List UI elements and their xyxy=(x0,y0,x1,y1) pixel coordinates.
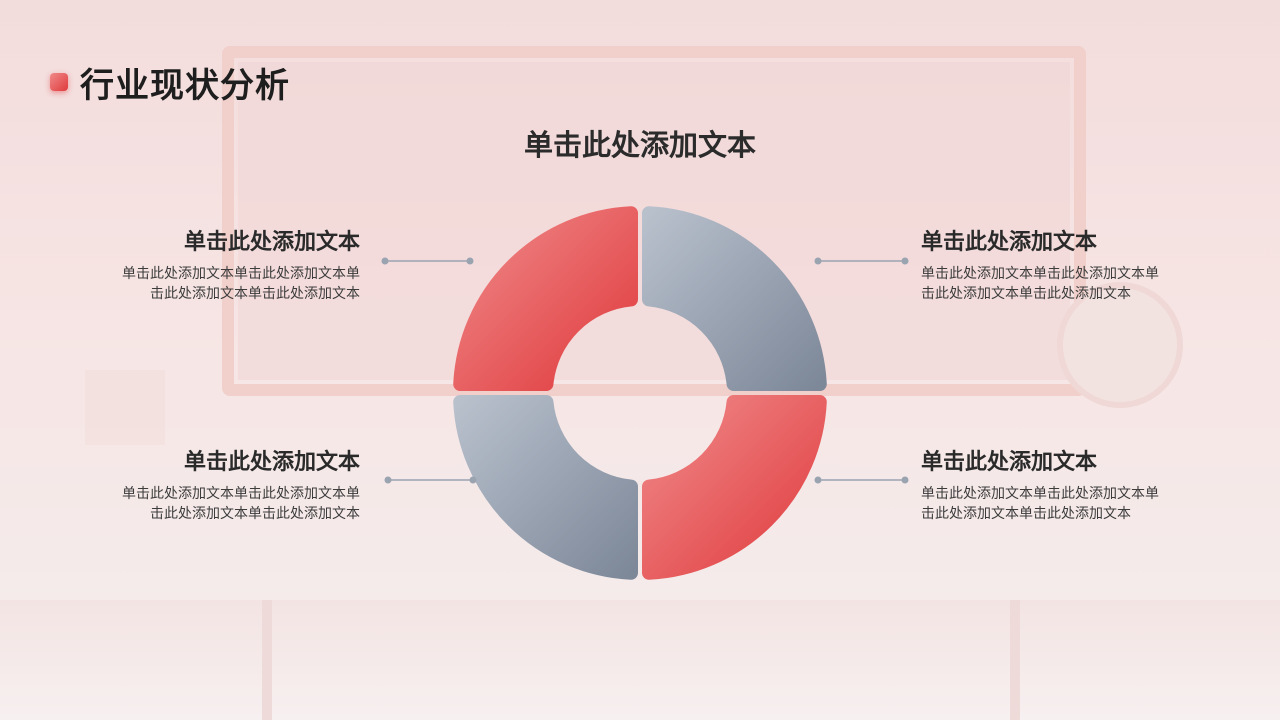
item-body-line: 击此处添加文本单击此处添加文本 xyxy=(150,286,360,302)
item-body: 单击此处添加文本单击此处添加文本单 击此处添加文本单击此处添加文本 xyxy=(60,264,360,304)
connector-dot xyxy=(814,476,822,484)
item-heading: 单击此处添加文本 xyxy=(921,450,1098,475)
desk-leg xyxy=(1010,600,1020,720)
desk-left xyxy=(0,445,460,465)
floor xyxy=(0,600,1280,720)
item-body-line: 单击此处添加文本单击此处添加文本单 xyxy=(122,486,360,502)
connector-dot xyxy=(469,476,477,484)
diagram-title: 单击此处添加文本 xyxy=(523,128,756,162)
item-top-right: 单击此处添加文本 单击此处添加文本单击此处添加文本单 击此处添加文本单击此处添加… xyxy=(921,228,1221,304)
ring-segment-top-right xyxy=(642,206,827,391)
connector-top-left xyxy=(381,257,474,265)
item-bottom-left: 单击此处添加文本 单击此处添加文本单击此处添加文本单 击此处添加文本单击此处添加… xyxy=(60,448,360,524)
page-title: 行业现状分析 xyxy=(80,65,290,106)
item-body: 单击此处添加文本单击此处添加文本单 击此处添加文本单击此处添加文本 xyxy=(60,484,360,524)
title-bullet-icon xyxy=(50,73,68,91)
ring-segment-bottom-left xyxy=(453,395,638,580)
connector-bottom-left xyxy=(384,476,477,484)
item-heading: 单击此处添加文本 xyxy=(921,230,1098,255)
item-bottom-right: 单击此处添加文本 单击此处添加文本单击此处添加文本单 击此处添加文本单击此处添加… xyxy=(921,448,1221,524)
item-body-line: 击此处添加文本单击此处添加文本 xyxy=(150,506,360,522)
connector-dot xyxy=(814,257,822,265)
item-top-left: 单击此处添加文本 单击此处添加文本单击此处添加文本单 击此处添加文本单击此处添加… xyxy=(60,228,360,304)
page-header: 行业现状分析 xyxy=(50,60,290,106)
item-body: 单击此处添加文本单击此处添加文本单 击此处添加文本单击此处添加文本 xyxy=(921,484,1221,524)
item-heading: 单击此处添加文本 xyxy=(183,230,360,255)
connector-dot xyxy=(381,257,389,265)
ring-segment-bottom-right xyxy=(642,395,827,580)
item-heading: 单击此处添加文本 xyxy=(183,450,360,475)
item-body-line: 单击此处添加文本单击此处添加文本单 xyxy=(122,266,360,282)
connector-dot xyxy=(901,257,909,265)
item-body-line: 单击此处添加文本单击此处添加文本单 xyxy=(921,486,1159,502)
chalkboard-frame xyxy=(222,46,1086,396)
connector-dot xyxy=(384,476,392,484)
globe xyxy=(1057,282,1183,408)
desk-right xyxy=(840,445,1280,465)
item-body-line: 击此处添加文本单击此处添加文本 xyxy=(921,286,1131,302)
connector-dot xyxy=(901,476,909,484)
connector-top-right xyxy=(814,257,909,265)
desk-leg xyxy=(262,600,272,720)
connector-bottom-right xyxy=(814,476,909,484)
item-body-line: 单击此处添加文本单击此处添加文本单 xyxy=(921,266,1159,282)
item-body-line: 击此处添加文本单击此处添加文本 xyxy=(921,506,1131,522)
ring-segment-top-left xyxy=(453,206,638,391)
bookshelf-books xyxy=(85,370,165,445)
connector-dot xyxy=(466,257,474,265)
item-body: 单击此处添加文本单击此处添加文本单 击此处添加文本单击此处添加文本 xyxy=(921,264,1221,304)
